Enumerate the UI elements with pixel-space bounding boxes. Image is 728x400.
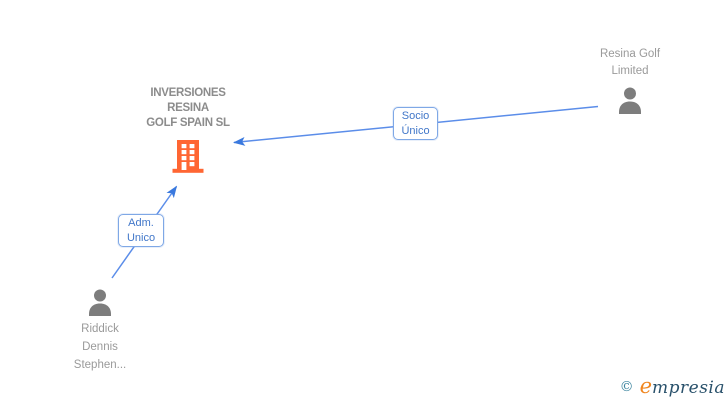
logo-letter-e: e (639, 374, 652, 398)
administrator-name[interactable]: Riddick Dennis Stephen... (73, 323, 127, 371)
copyright-icon: © (619, 379, 634, 395)
person-icon[interactable] (82, 285, 118, 321)
logo-brand-text: mpresia (652, 378, 725, 398)
node-administrator: Riddick Dennis Stephen... (30, 320, 170, 374)
empresia-logo[interactable]: © empresia (620, 374, 725, 398)
person-icon[interactable] (612, 83, 648, 119)
shareholder-name[interactable]: Resina Golf Limited (599, 48, 661, 77)
building-icon[interactable] (170, 139, 206, 174)
node-shareholder: Resina Golf Limited (570, 46, 690, 80)
company-name[interactable]: INVERSIONES RESINA GOLF SPAIN SL (146, 87, 230, 129)
node-company: INVERSIONES RESINA GOLF SPAIN SL (98, 86, 278, 131)
edge-label-adm-unico: Adm. Unico (118, 214, 164, 247)
edge-label-socio-unico: Socio Único (393, 107, 438, 140)
